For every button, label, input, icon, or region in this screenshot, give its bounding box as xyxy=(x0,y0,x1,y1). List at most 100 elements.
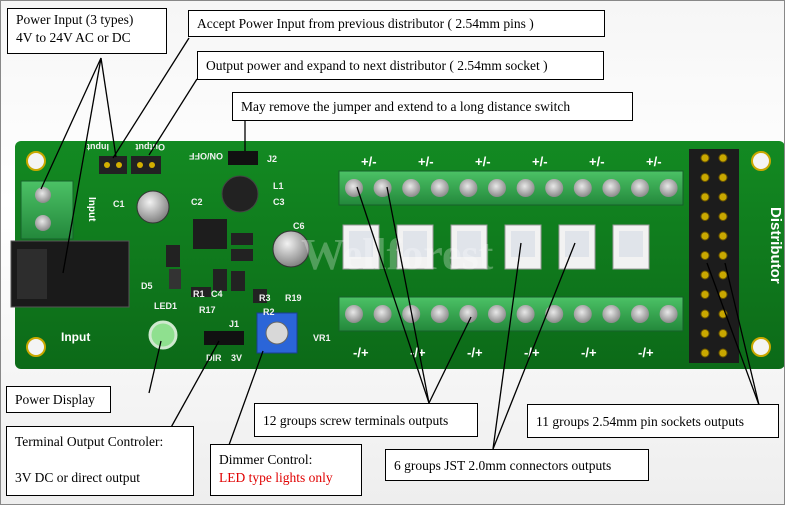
pin-socket-hole-icon xyxy=(700,173,710,182)
inductor-l1-icon xyxy=(221,175,259,213)
dimmer-potentiometer xyxy=(256,312,298,354)
label-c4: C4 xyxy=(211,289,223,299)
label-on-off: ON/OFF xyxy=(189,151,223,161)
label-plus-minus-top: +/- xyxy=(361,154,377,169)
pin-socket-hole-icon xyxy=(718,173,728,182)
screw-icon xyxy=(573,179,592,197)
pin-socket-hole-icon xyxy=(718,212,728,221)
callout-screw-terminals: 12 groups screw terminals outputs xyxy=(254,403,478,437)
callout-power-input-line2: 4V to 24V AC or DC xyxy=(16,30,131,45)
screw-icon xyxy=(430,305,449,323)
screw-icon xyxy=(345,179,363,197)
screw-icon xyxy=(516,305,535,323)
jst-connector-opening xyxy=(511,231,535,257)
pin-socket-hole-icon xyxy=(718,231,728,241)
screw-icon xyxy=(430,179,449,197)
label-vr1: VR1 xyxy=(313,333,331,343)
label-plus-minus-top: +/- xyxy=(475,154,491,169)
pin-socket-hole-icon xyxy=(718,192,728,202)
jst-connector-opening xyxy=(565,231,589,257)
callout-power-input: Power Input (3 types) 4V to 24V AC or DC xyxy=(7,8,167,54)
label-r2: R2 xyxy=(263,307,275,317)
callout-dimmer-line1: Dimmer Control: xyxy=(219,452,313,467)
jst-connector-opening xyxy=(619,231,643,257)
mount-hole-icon xyxy=(26,151,46,171)
label-minus-plus-bottom: -/+ xyxy=(353,345,369,360)
label-plus-minus-top: +/- xyxy=(418,154,434,169)
pin-socket-hole-icon xyxy=(700,348,710,358)
screw-icon xyxy=(488,305,506,323)
label-plus-minus-top: +/- xyxy=(532,154,548,169)
jst-connector-opening xyxy=(457,231,481,257)
callout-power-display: Power Display xyxy=(6,386,111,413)
leader-lines xyxy=(40,37,760,450)
pin-socket-hole-icon xyxy=(718,251,728,260)
callout-output-power: Output power and expand to next distribu… xyxy=(197,51,604,80)
screw-icon xyxy=(516,179,535,197)
callout-jumper: May remove the jumper and extend to a lo… xyxy=(232,92,633,121)
pin-socket-hole-icon xyxy=(700,329,710,338)
label-plus-minus-top: +/- xyxy=(646,154,662,169)
pin-socket-hole-icon xyxy=(700,251,710,260)
label-j2: J2 xyxy=(267,154,277,164)
screw-icon xyxy=(659,179,678,197)
label-output-hdr: Output xyxy=(136,142,166,152)
mount-hole-icon xyxy=(751,151,771,171)
pin-socket-hole-icon xyxy=(700,192,710,202)
label-c2: C2 xyxy=(191,197,203,207)
label-input-rot: Input xyxy=(86,197,97,222)
pin-socket-hole-icon xyxy=(718,348,728,358)
screw-icon xyxy=(35,187,51,203)
label-minus-plus-bottom: -/+ xyxy=(581,345,597,360)
capacitor-c1-icon xyxy=(136,190,170,224)
screw-icon xyxy=(488,179,506,197)
callout-dimmer-line2: LED type lights only xyxy=(219,470,333,485)
jst-connector-opening xyxy=(403,231,427,257)
screw-icon xyxy=(631,305,649,323)
mount-hole-icon xyxy=(26,337,46,357)
pin-socket-hole-icon xyxy=(700,212,710,221)
label-r3: R3 xyxy=(259,293,271,303)
label-l1: L1 xyxy=(273,181,284,191)
label-c1: C1 xyxy=(113,199,125,209)
screw-icon xyxy=(602,305,621,323)
capacitor-c6-icon xyxy=(272,230,310,268)
callout-dimmer: Dimmer Control: LED type lights only xyxy=(210,444,362,496)
regulator-ic xyxy=(193,219,227,249)
label-r17: R17 xyxy=(199,305,216,315)
output-pin-socket xyxy=(131,156,161,174)
screw-icon xyxy=(373,179,392,197)
screw-icon xyxy=(402,179,421,197)
callout-pin-sockets: 11 groups 2.54mm pin sockets outputs xyxy=(527,404,779,438)
screw-icon xyxy=(35,215,51,231)
callout-terminal-controller: Terminal Output Controler: 3V DC or dire… xyxy=(6,426,194,496)
label-r1: R1 xyxy=(193,289,205,299)
callout-jst: 6 groups JST 2.0mm connectors outputs xyxy=(385,449,649,481)
input-pin-header xyxy=(99,156,127,174)
pin-socket-hole-icon xyxy=(700,153,710,163)
label-input-hdr: Input xyxy=(87,142,109,152)
jumper xyxy=(228,151,258,165)
screw-icon xyxy=(659,305,678,323)
label-input: Input xyxy=(61,330,90,344)
screw-icon xyxy=(373,305,392,323)
pin-socket-hole-icon xyxy=(700,290,710,299)
label-d5: D5 xyxy=(141,281,153,291)
jst-connector-opening xyxy=(349,231,373,257)
screw-icon xyxy=(573,305,592,323)
label-r19: R19 xyxy=(285,293,302,303)
mount-hole-icon xyxy=(751,337,771,357)
pin-socket-hole-icon xyxy=(718,329,728,338)
label-minus-plus-bottom: -/+ xyxy=(638,345,654,360)
dimmer-knob-icon xyxy=(265,321,289,345)
pin-socket-hole-icon xyxy=(700,309,710,319)
label-c3: C3 xyxy=(273,197,285,207)
pin-socket-hole-icon xyxy=(718,270,728,280)
screw-icon xyxy=(602,179,621,197)
label-dir: DIR xyxy=(206,353,222,363)
pin-socket-hole-icon xyxy=(700,231,710,241)
screw-icon xyxy=(631,179,649,197)
callout-accept-power: Accept Power Input from previous distrib… xyxy=(188,10,605,37)
